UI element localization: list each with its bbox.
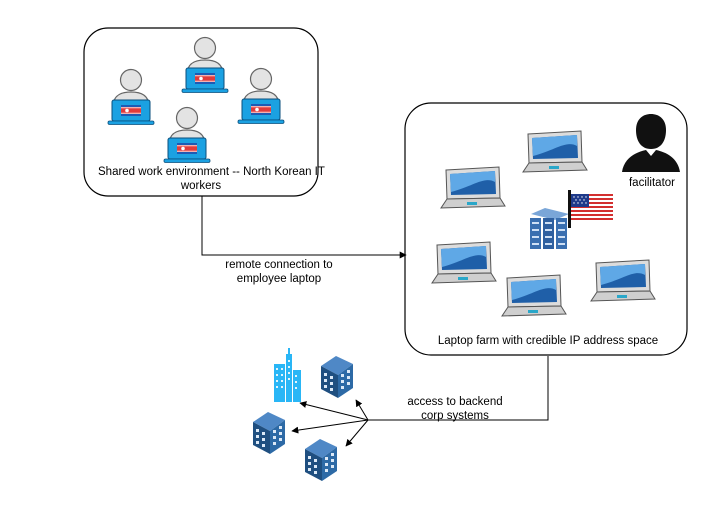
backend-access-label-line2: corp systems [421, 410, 489, 422]
laptop-farm-label: Laptop farm with credible IP address spa… [437, 335, 659, 347]
laptop-icon [590, 259, 656, 302]
us-flag-icon [568, 190, 613, 228]
arrow-to-buildings [355, 399, 369, 421]
backend-access-label-line1: access to backend [407, 396, 503, 408]
workers-group-label-line2: workers [180, 180, 222, 192]
facilitator-label: facilitator [628, 177, 676, 189]
laptop-icon [501, 274, 567, 317]
person-silhouette-icon [622, 114, 680, 172]
office-building-icon [253, 412, 285, 454]
arrow-to-buildings [345, 419, 369, 447]
server-rack-icon [530, 208, 569, 249]
workers-group-label: Shared work environment -- North Korean … [98, 165, 325, 193]
laptop-icon [431, 241, 497, 284]
remote-connection-arrow [201, 196, 407, 259]
city-buildings-icon [274, 348, 301, 402]
laptop-icon [440, 166, 506, 209]
backend-access-line [368, 356, 549, 421]
arrow-to-buildings [291, 419, 369, 434]
remote-connection-label-line1: remote connection to [225, 259, 333, 271]
workers-group-label-line1: Shared work environment -- North Korean … [98, 166, 325, 178]
office-building-icon [305, 439, 337, 481]
remote-connection-label: remote connection to employee laptop [224, 258, 334, 286]
arrow-to-buildings [299, 401, 369, 421]
remote-connection-label-line2: employee laptop [236, 273, 322, 285]
laptop-icon [522, 130, 588, 173]
office-building-icon [321, 356, 353, 398]
backend-access-label: access to backend corp systems [400, 395, 510, 423]
